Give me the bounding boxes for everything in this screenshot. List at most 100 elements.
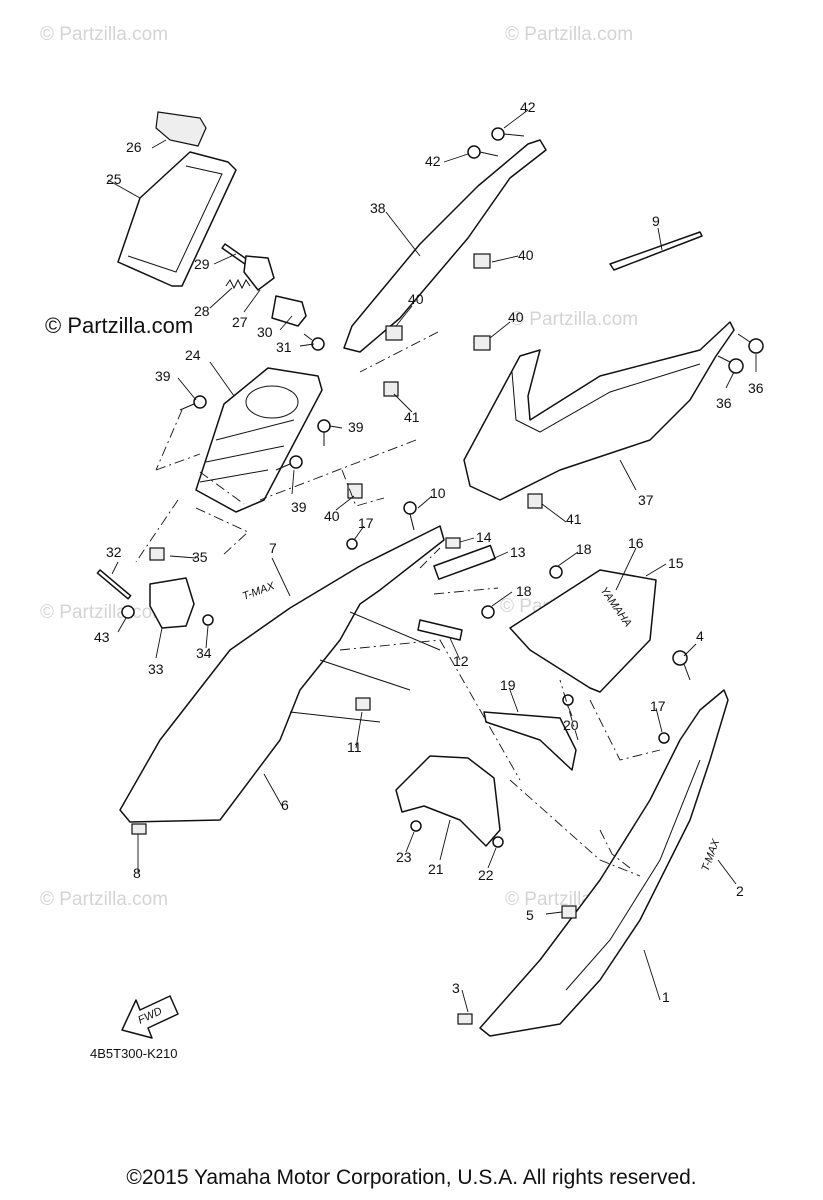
part-cable-tie	[609, 231, 703, 271]
logo-tmax-side: T-MAX	[241, 580, 277, 603]
watermark: © Partzilla.com	[40, 602, 168, 623]
callout-41: 41	[404, 409, 420, 425]
callout-11: 11	[347, 739, 362, 755]
callout-9: 9	[652, 213, 660, 229]
callout-21: 21	[428, 861, 444, 877]
callout-2: 2	[736, 883, 744, 899]
callout-4: 4	[696, 628, 704, 644]
callout-36b: 36	[716, 395, 732, 411]
callout-40c: 40	[508, 309, 524, 325]
callout-12: 12	[453, 653, 469, 669]
part-inner-box	[195, 367, 323, 513]
callout-24: 24	[185, 347, 201, 363]
part-upper-trim	[343, 139, 547, 353]
bolt-icon	[403, 501, 417, 531]
callout-18: 18	[576, 541, 592, 557]
part-pad	[445, 537, 461, 549]
part-hinge-bracket	[243, 255, 275, 291]
callout-38: 38	[370, 200, 386, 216]
callout-20: 20	[563, 717, 579, 733]
part-bracket-assy	[149, 577, 195, 629]
grommet-icon	[658, 732, 670, 744]
callout-6: 6	[281, 797, 289, 813]
callout-26: 26	[126, 139, 142, 155]
bolt-icon	[467, 145, 499, 159]
part-clip-nut	[385, 325, 403, 341]
watermark: © Partzilla.com	[505, 24, 633, 45]
part-center-trim	[509, 569, 657, 693]
part-main-side-cover	[119, 525, 445, 823]
screw-icon	[317, 419, 331, 446]
assembly-lines	[135, 331, 661, 877]
callout-17: 17	[358, 515, 374, 531]
callout-34: 34	[196, 645, 212, 661]
callout-1: 1	[662, 989, 670, 1005]
callout-25: 25	[106, 171, 122, 187]
callout-36: 36	[748, 380, 764, 396]
callout-40d: 40	[324, 508, 340, 524]
fwd-arrow-icon: FWD	[121, 995, 179, 1039]
part-side-panel	[463, 321, 735, 501]
callout-35: 35	[192, 549, 208, 565]
part-nut	[383, 381, 399, 397]
callout-13: 13	[510, 544, 526, 560]
screw-icon	[179, 395, 207, 411]
callout-8: 8	[133, 865, 141, 881]
callout-10: 10	[430, 485, 446, 501]
grommet-icon	[346, 538, 358, 550]
callout-40b: 40	[408, 291, 424, 307]
callout-18b: 18	[516, 583, 532, 599]
part-spring	[225, 278, 251, 290]
callout-17b: 17	[650, 698, 666, 714]
watermark: © Partzilla.com	[40, 889, 168, 910]
part-strip	[417, 619, 463, 641]
grommet-icon	[549, 565, 563, 579]
callout-22: 22	[478, 867, 494, 883]
screw-icon	[303, 333, 325, 351]
copyright-text: ©2015 Yamaha Motor Corporation, U.S.A. A…	[126, 1166, 697, 1189]
watermark-group: © Partzilla.com © Partzilla.com © Partzi…	[40, 24, 638, 910]
bolt-icon	[717, 355, 744, 374]
logo-tmax-lower: T-MAX	[700, 837, 723, 873]
part-nut	[527, 493, 543, 509]
leader-lines	[107, 109, 757, 1013]
part-clip-nut	[473, 335, 491, 351]
callout-37: 37	[638, 492, 654, 508]
part-clip	[355, 697, 371, 711]
part-clip	[457, 1013, 473, 1025]
part-clip	[561, 905, 577, 919]
callout-41b: 41	[566, 511, 582, 527]
bolt-icon	[737, 333, 764, 354]
callout-numbers: 1 2 3 4 5 6 7 8 9 10 11 12 13 14 15 16 1…	[94, 99, 764, 1005]
callout-5: 5	[526, 907, 534, 923]
bolt-icon	[672, 650, 691, 681]
bolt-icon	[121, 605, 135, 619]
callout-32: 32	[106, 544, 122, 560]
part-inner-cover	[395, 755, 501, 847]
callout-40: 40	[518, 247, 534, 263]
callout-39: 39	[155, 368, 171, 384]
part-lid-cap	[155, 111, 207, 147]
callout-19: 19	[500, 677, 516, 693]
watermark-main: © Partzilla.com	[45, 313, 193, 338]
part-lid-cover	[117, 151, 237, 287]
bolt-icon	[492, 836, 504, 848]
callout-42: 42	[520, 99, 536, 115]
callout-42b: 42	[425, 153, 441, 169]
part-damper	[433, 544, 496, 580]
watermark: © Partzilla.com	[40, 24, 168, 45]
bolt-icon	[202, 614, 214, 626]
bolt-icon	[410, 820, 422, 832]
callout-29: 29	[194, 256, 210, 272]
part-lower-side-cover	[479, 689, 729, 1037]
part-clip-nut	[473, 253, 491, 269]
screw-icon	[275, 455, 303, 471]
part-clip	[131, 823, 147, 835]
callout-30: 30	[257, 324, 273, 340]
callout-16: 16	[628, 535, 644, 551]
callout-43: 43	[94, 629, 110, 645]
bolt-icon	[491, 127, 525, 141]
callout-15: 15	[668, 555, 684, 571]
callout-28: 28	[194, 303, 210, 319]
